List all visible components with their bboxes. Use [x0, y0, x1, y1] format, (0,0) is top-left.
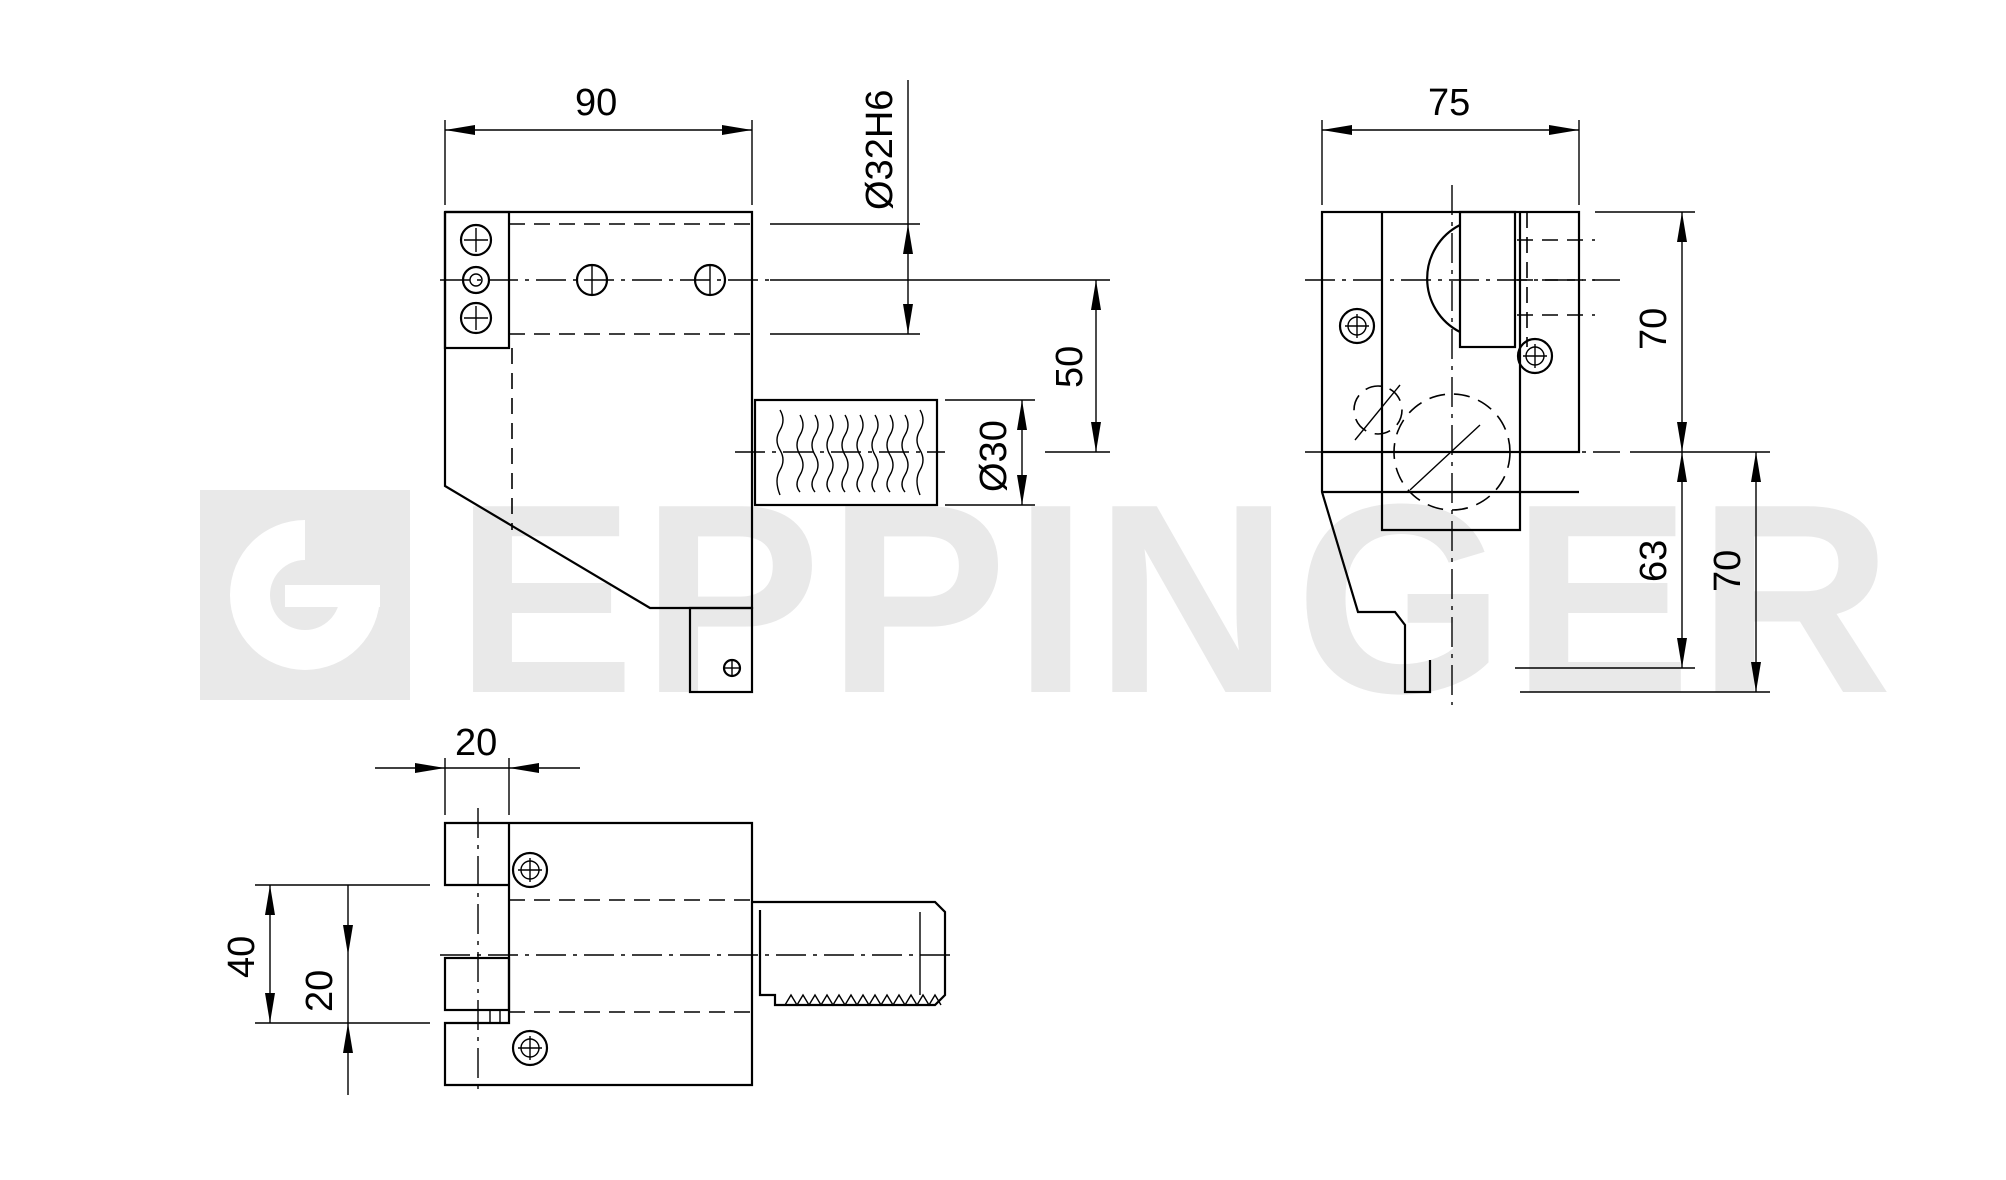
dim-bore-diameter: Ø32H6 — [770, 80, 920, 335]
side-view: 90 Ø32H6 50 Ø30 — [440, 80, 1110, 694]
front-screws — [1338, 307, 1554, 441]
dim-front-lower-outer: 70 — [1520, 451, 1770, 693]
dim-top-outer-height-label: 40 — [221, 936, 263, 978]
dim-shank-diameter: Ø30 — [945, 399, 1035, 506]
dim-side-width: 90 — [444, 82, 753, 205]
side-shank-serrations — [776, 409, 924, 496]
front-inner-cavity — [1380, 212, 1522, 532]
front-bore-arc — [1426, 224, 1461, 333]
front-view: 75 70 63 70 — [1305, 82, 1770, 705]
dim-bore-diameter-label: Ø32H6 — [859, 90, 901, 210]
dim-top-outer-height: 40 — [221, 884, 430, 1024]
top-upper-jaw — [443, 821, 509, 887]
dim-front-upper-height-label: 70 — [1633, 308, 1675, 350]
dim-side-width-label: 90 — [575, 82, 617, 124]
dim-top-inner-height-label: 20 — [299, 970, 341, 1012]
dim-front-width: 75 — [1321, 82, 1580, 205]
front-lower-body — [1320, 452, 1432, 694]
dim-height-offset: 50 — [770, 279, 1110, 453]
side-clamp-screws — [459, 223, 493, 335]
top-shank-outline — [752, 900, 947, 1007]
watermark-logo-mark — [230, 520, 380, 670]
dim-front-upper-height: 70 — [1595, 211, 1695, 452]
side-body-screws — [575, 263, 727, 297]
watermark-text: EPPINGER — [455, 449, 1898, 750]
top-body-outline — [443, 821, 754, 1087]
side-bottom-tab — [688, 606, 754, 694]
watermark: EPPINGER — [200, 449, 1898, 750]
dim-height-offset-label: 50 — [1049, 346, 1091, 388]
top-screws — [511, 851, 549, 1067]
dim-front-lower-outer-label: 70 — [1707, 550, 1749, 592]
dim-shank-diameter-label: Ø30 — [973, 420, 1015, 492]
dim-top-slot-width: 20 — [375, 722, 580, 815]
watermark-logo-bar — [285, 585, 380, 607]
dim-top-slot-width-label: 20 — [455, 722, 497, 764]
dim-front-width-label: 75 — [1428, 82, 1470, 124]
dim-front-lower-inner-label: 63 — [1633, 540, 1675, 582]
top-shank-serrations — [784, 993, 942, 1007]
top-middle-block — [443, 956, 511, 1012]
front-upper-body — [1320, 210, 1581, 454]
dim-top-inner-height: 20 — [299, 885, 353, 1095]
dim-front-lower-inner: 63 — [1515, 452, 1695, 669]
top-view: 20 40 20 — [221, 722, 950, 1095]
